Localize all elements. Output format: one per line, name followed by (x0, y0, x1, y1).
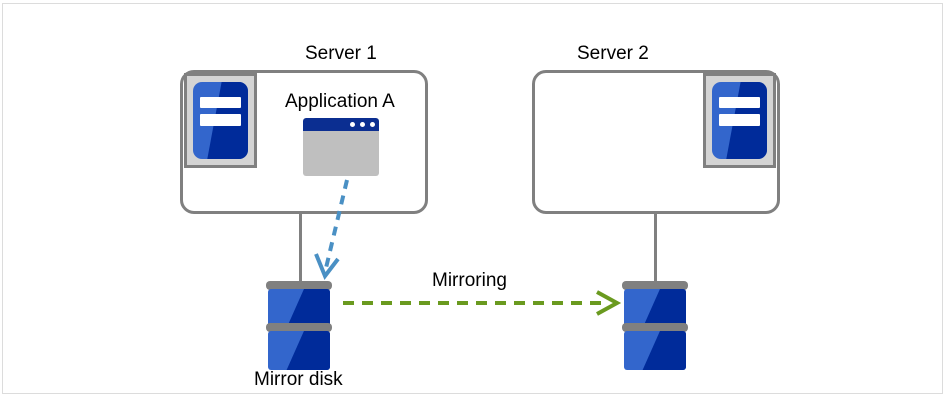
server-2-machine-icon (703, 73, 776, 168)
application-label: Application A (285, 91, 395, 112)
server-icon-bar-bottom (719, 114, 760, 126)
disk-bar-middle (266, 323, 332, 332)
server-1-title: Server 1 (305, 43, 377, 64)
server-icon-bar-top (200, 96, 241, 109)
figure-frame (2, 3, 943, 394)
app-window-dot-2 (360, 122, 365, 127)
disk-platter-shading-bottom (286, 331, 330, 370)
disk-platter-bottom (624, 331, 686, 370)
disk-platter-top (624, 289, 686, 328)
mirror-disk-left-icon (266, 281, 332, 370)
application-window-icon (303, 118, 379, 176)
server-icon-body (712, 82, 767, 159)
server-icon-bar-bottom (200, 114, 241, 126)
disk-platter-top (268, 289, 330, 328)
disk-bar-middle (622, 323, 688, 332)
mirror-disk-label: Mirror disk (254, 369, 343, 390)
mirroring-label: Mirroring (432, 270, 507, 291)
server-icon-body (193, 82, 248, 159)
app-window-dot-3 (370, 122, 375, 127)
server-2-title: Server 2 (577, 43, 649, 64)
mirror-disk-right-icon (622, 281, 688, 370)
disk-platter-bottom (268, 331, 330, 370)
disk-platter-shading-bottom (642, 331, 686, 370)
disk-bar-top (266, 281, 332, 290)
server-icon-bar-top (719, 96, 760, 109)
server-1-disk-connector (299, 213, 302, 284)
server-1-machine-icon (184, 73, 257, 168)
disk-bar-top (622, 281, 688, 290)
server-2-disk-connector (654, 213, 657, 284)
app-window-titlebar (303, 118, 379, 131)
app-window-dot-1 (350, 122, 355, 127)
